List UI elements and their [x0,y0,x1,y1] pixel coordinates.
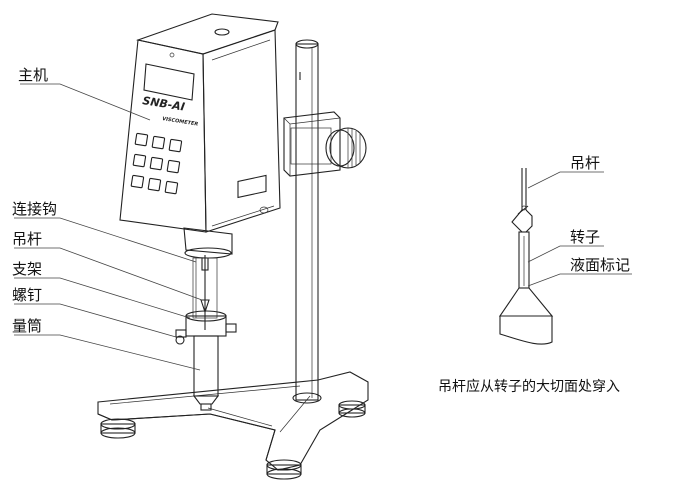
label-main-unit: 主机 [18,66,48,84]
label-measuring-cylinder: 量筒 [12,317,42,335]
support-column [292,39,322,404]
detail-label-liquid-mark: 液面标记 [570,256,630,274]
main-unit: SNB-AI VISCOMETER [119,13,281,259]
label-connector-hook: 连接钩 [12,200,57,218]
leveling-foot-front [266,459,302,480]
leveling-foot-left [100,418,136,439]
label-hanger-rod: 吊杆 [12,230,42,248]
label-screw: 螺钉 [12,286,42,304]
tripod-base [97,371,369,471]
detail-label-hanger-rod: 吊杆 [570,154,600,172]
label-bracket: 支架 [12,260,42,278]
measuring-cylinder [175,257,237,411]
clamp-block [283,111,341,177]
rotor-detail [498,168,554,345]
leader-lines-detail [527,171,632,287]
leveling-foot-right [338,400,366,418]
adjustment-knob [325,127,367,169]
detail-caption: 吊杆应从转子的大切面处穿入 [438,378,620,395]
leader-lines-left [14,83,203,371]
detail-label-rotor: 转子 [570,228,600,246]
hanger-rod-and-rotor [200,255,210,330]
keypad [130,132,183,195]
subtitle-text: VISCOMETER [162,116,199,128]
